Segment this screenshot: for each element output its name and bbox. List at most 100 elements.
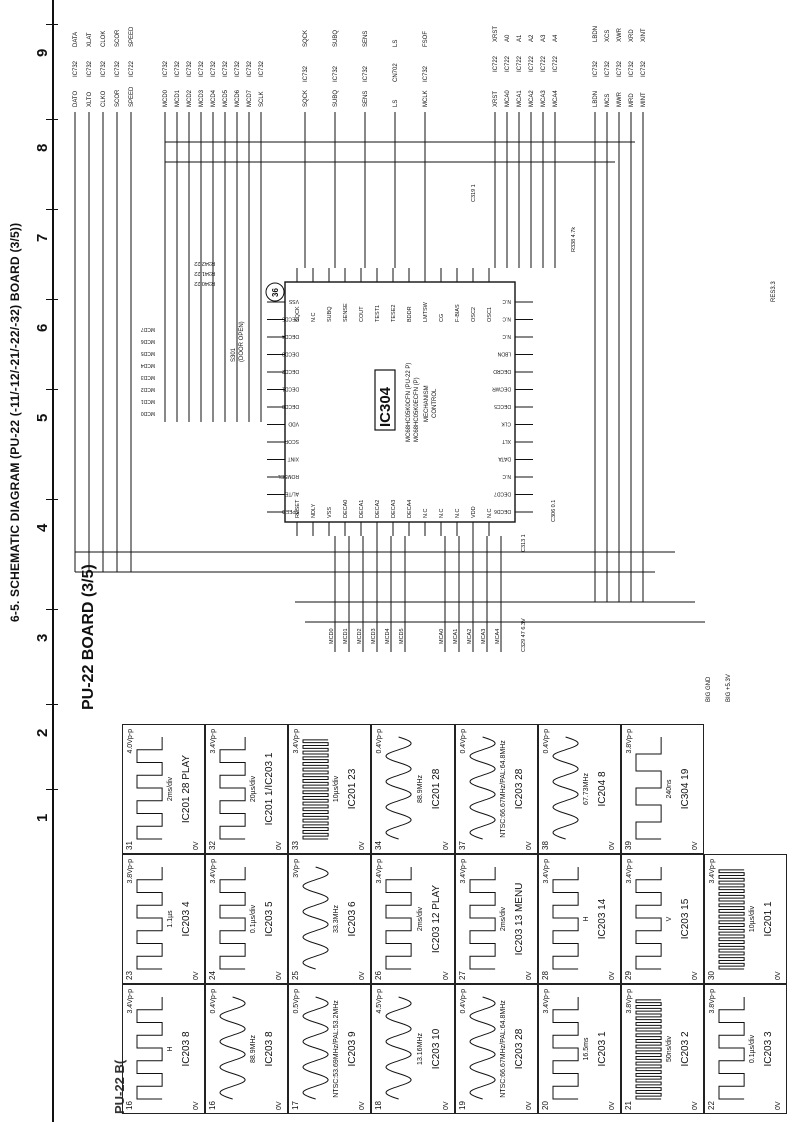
pin-name: TESE2	[391, 305, 397, 322]
pin-name: VSS	[327, 507, 333, 518]
bus-name: MCD2	[357, 628, 363, 644]
signal-pin: SUBQ	[333, 30, 339, 47]
signal-name: SPEED	[129, 86, 135, 107]
waveform-zero-label: 0V	[525, 971, 533, 980]
waveform-timebase: 10µs/div	[749, 905, 756, 933]
waveform-amplitude: 3.4Vp-p	[210, 859, 218, 884]
ic304-part: MC68HC05K0CFN (PU-22 P)	[406, 363, 412, 442]
bus-name: SCLK	[259, 91, 265, 107]
waveform-timebase: H	[582, 916, 590, 922]
ic304-body	[284, 281, 516, 523]
pin-name: VDD	[471, 506, 477, 518]
signal-pin: SENS	[363, 31, 369, 47]
waveform-amplitude: 3.4Vp-p	[459, 859, 467, 884]
waveform-trace	[552, 997, 579, 1100]
bus-tap: MCD5	[141, 350, 155, 356]
waveform-path	[552, 997, 579, 1100]
signal-dest: IC732	[593, 60, 599, 77]
waveform-path	[219, 996, 246, 1100]
bus-name: MCD3	[199, 89, 205, 107]
waveform-number: 30	[706, 971, 716, 980]
signal-pin: SCOR	[115, 29, 121, 47]
waveform-trace	[302, 866, 329, 970]
pin-name: NDLY	[311, 503, 317, 518]
pin-name: N.C	[502, 333, 511, 339]
waveform-zero-label: 0V	[359, 1101, 367, 1110]
bus-dest: IC732	[235, 60, 241, 77]
signal-name: LS	[393, 100, 399, 107]
signal-dest: IC722	[529, 55, 535, 72]
signal-dest: IC732	[363, 65, 369, 82]
waveform-amplitude: 3.4Vp-p	[127, 989, 134, 1014]
signal-dest: IC722	[517, 55, 523, 72]
pin-name: DECRD	[493, 368, 511, 374]
waveform-path	[552, 736, 579, 840]
capacitor-label: C313 1	[521, 534, 527, 552]
waveform-path	[718, 869, 745, 970]
signal-pin: LS	[393, 40, 399, 47]
circle-marker-number: 36	[271, 288, 280, 297]
bus-name: MCD6	[235, 89, 241, 107]
waveform-timebase: NTSC:66.67MHz/PAL:64.8MHz	[499, 1000, 507, 1098]
grid-number: 3	[34, 633, 51, 642]
pin-name: CLK	[501, 421, 511, 427]
signal-name: MINT	[641, 92, 647, 107]
waveform-zero-label: 0V	[193, 971, 201, 980]
waveform-trace	[718, 869, 745, 970]
waveform-zero-label: 0V	[276, 1101, 284, 1110]
signal-pin: DATA	[73, 32, 79, 47]
waveform-path	[136, 997, 163, 1100]
pin-name: OSC1	[487, 307, 493, 322]
waveform-path	[219, 867, 246, 970]
waveform-timebase: NTSC:53.69MHz/PAL:53.2MHz	[333, 1000, 341, 1098]
switch-note: (DOOR OPEN)	[239, 321, 245, 362]
waveform-trace	[136, 997, 163, 1100]
pin-name: DECD0	[282, 403, 299, 409]
signal-dest: IC732	[333, 65, 339, 82]
grid-ruler	[52, 0, 54, 1122]
waveform-amplitude: 3.4Vp-p	[625, 859, 633, 884]
waveform-label: IC203 5	[264, 901, 276, 937]
waveform-number: 17	[291, 1101, 301, 1110]
waveform-label: IC304 19	[679, 768, 691, 810]
waveform-amplitude: 0.4Vp-p	[459, 729, 467, 754]
signal-name: MCA2	[529, 90, 535, 107]
pin-name: SUBQ	[327, 306, 333, 322]
pin-name: XLT	[502, 438, 511, 444]
waveform-zero-label: 0V	[442, 1101, 450, 1110]
waveform-zero-label: 0V	[193, 841, 201, 850]
pin-name: OSC2	[471, 307, 477, 322]
waveform-label: IC201 1	[763, 901, 774, 937]
signal-name: MCA4	[553, 90, 559, 107]
ic304-function: MECHANISM	[424, 385, 430, 422]
waveform-zero-label: 0V	[193, 1101, 201, 1110]
pin-name: SPEED	[282, 508, 299, 514]
waveform-number: 26	[374, 971, 384, 980]
waveform-timebase: 16.5ms	[582, 1037, 590, 1061]
signal-name: MCA0	[505, 90, 511, 107]
waveform-number: 33	[291, 841, 301, 850]
waveform-amplitude: 3.8Vp-p	[625, 729, 633, 754]
waveform-amplitude: 0.4Vp-p	[542, 729, 550, 754]
bus-tap: MCD2	[141, 386, 155, 392]
pin-name: CG	[439, 314, 445, 322]
signal-name: SUBQ	[333, 90, 339, 107]
ic304-function: CONTROL	[432, 388, 438, 418]
grid-number: 7	[34, 233, 51, 242]
grid-number: 6	[34, 323, 51, 332]
bus-name: MCD0	[163, 89, 169, 107]
waveform-label: IC203 12 PLAY	[430, 884, 442, 954]
pin-name: DECA1	[359, 500, 365, 518]
waveform-label: IC201 28	[430, 768, 442, 810]
waveform-path	[385, 736, 413, 840]
waveform-path	[718, 997, 745, 1100]
